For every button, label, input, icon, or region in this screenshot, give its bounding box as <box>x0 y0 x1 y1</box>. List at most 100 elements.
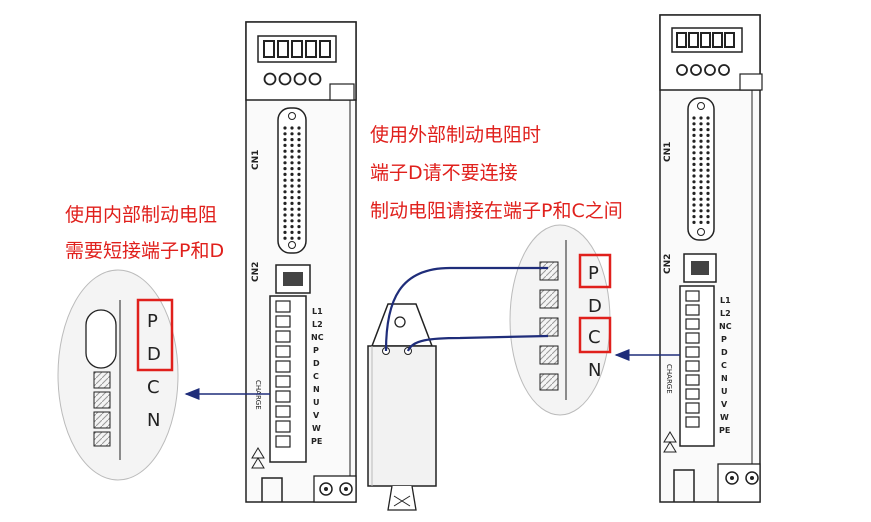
zoom-right-terminals: P D C N <box>588 263 602 381</box>
cn1-pin <box>706 151 710 155</box>
cn1-pin <box>283 161 287 165</box>
cn2-label-right: CN2 <box>663 254 673 274</box>
panel-buttons-left <box>263 72 322 86</box>
cn1-pin <box>706 197 710 201</box>
cn1-pin <box>706 157 710 161</box>
cn1-pin <box>706 162 710 166</box>
cn1-pin <box>692 168 696 172</box>
cn1-pin <box>692 139 696 143</box>
cn1-pin <box>283 230 287 234</box>
cn1-pin <box>699 191 703 195</box>
cn1-pin <box>699 145 703 149</box>
cn1-pin <box>706 122 710 126</box>
wire-to-c <box>406 334 549 352</box>
cn1-pin <box>283 190 287 194</box>
svg-text:L1: L1 <box>312 307 323 316</box>
cn1-pin <box>699 197 703 201</box>
left-note-line1: 使用内部制动电阻 <box>65 204 218 226</box>
cn1-pin <box>699 157 703 161</box>
cn1-pin <box>290 184 294 188</box>
cn1-pin <box>283 225 287 229</box>
cn1-pin <box>692 157 696 161</box>
charge-label-right: CHARGE <box>665 364 673 394</box>
cn1-pin <box>692 209 696 213</box>
cn1-pin <box>283 219 287 223</box>
cn1-pin <box>283 132 287 136</box>
cn1-pin <box>692 191 696 195</box>
middle-note-line2: 端子D请不要连接 <box>370 162 518 184</box>
svg-text:W: W <box>312 424 321 433</box>
cn1-pin <box>290 143 294 147</box>
cn1-pin <box>699 162 703 166</box>
cn1-pin <box>706 145 710 149</box>
cn1-pin <box>290 190 294 194</box>
cn1-pin <box>290 132 294 136</box>
svg-text:N: N <box>721 374 728 383</box>
svg-text:L2: L2 <box>312 320 323 329</box>
cn1-pin <box>699 203 703 207</box>
cn1-pin <box>290 196 294 200</box>
cn1-pin <box>699 215 703 219</box>
cn1-pin <box>283 155 287 159</box>
cn1-pin <box>699 133 703 137</box>
cn1-pin <box>699 116 703 120</box>
svg-text:U: U <box>313 398 320 407</box>
cn1-pin <box>290 207 294 211</box>
seven-seg-display-right <box>671 27 743 53</box>
cn1-pin <box>692 220 696 224</box>
cn1-pin <box>297 213 301 217</box>
cn1-pin <box>297 138 301 142</box>
cn1-pin <box>706 116 710 120</box>
cn1-pin <box>692 151 696 155</box>
svg-text:D: D <box>147 344 161 365</box>
cn1-pin <box>706 139 710 143</box>
cn1-pin <box>290 172 294 176</box>
p-highlight-box <box>578 253 612 289</box>
terminal-labels-right: L1 L2 NC P D C N U V W PE <box>719 296 732 435</box>
svg-text:C: C <box>721 361 727 370</box>
cn2-connector-right <box>683 253 717 283</box>
svg-text:P: P <box>721 335 727 344</box>
cn1-pin <box>692 133 696 137</box>
cn1-pin <box>297 196 301 200</box>
cn1-pin <box>290 155 294 159</box>
cn1-pin <box>283 149 287 153</box>
cn1-pin <box>283 201 287 205</box>
cn1-label-left: CN1 <box>251 150 261 170</box>
cn1-pin <box>283 196 287 200</box>
cn1-pin <box>283 213 287 217</box>
cn1-pin <box>706 133 710 137</box>
cn1-pin <box>290 149 294 153</box>
cn1-pin <box>706 180 710 184</box>
cn1-pin <box>290 225 294 229</box>
cn1-pin <box>290 178 294 182</box>
cn1-pin <box>283 184 287 188</box>
cn1-pin <box>706 128 710 132</box>
terminal-labels-left: L1 L2 NC P D C N U V W PE <box>311 307 324 446</box>
cn1-pin <box>699 180 703 184</box>
cn1-label-right: CN1 <box>663 142 673 162</box>
svg-text:U: U <box>721 387 728 396</box>
cn1-pin <box>692 215 696 219</box>
cn1-pin <box>283 126 287 130</box>
svg-text:N: N <box>588 360 601 381</box>
zoom-circle-left: P D C N <box>57 269 179 481</box>
cn1-pin <box>706 168 710 172</box>
cn1-pin <box>290 236 294 240</box>
cn1-pin <box>297 167 301 171</box>
servo-drive-right: CN1 CN2 CHARGE L1 L2 NC P D C N U V W PE <box>659 14 763 503</box>
cn1-pin <box>297 225 301 229</box>
left-note-line2: 需要短接端子P和D <box>65 240 225 262</box>
cn1-pin <box>290 201 294 205</box>
brake-resistor <box>367 303 437 511</box>
svg-text:P: P <box>588 263 599 284</box>
middle-note-line1: 使用外部制动电阻时 <box>370 124 542 146</box>
cn1-pin <box>297 126 301 130</box>
cn2-label-left: CN2 <box>251 262 261 282</box>
svg-text:V: V <box>721 400 728 409</box>
cn1-pin <box>699 220 703 224</box>
cn1-pin <box>290 138 294 142</box>
cn1-pin <box>283 178 287 182</box>
cn1-pin <box>283 167 287 171</box>
cn1-pin <box>706 203 710 207</box>
